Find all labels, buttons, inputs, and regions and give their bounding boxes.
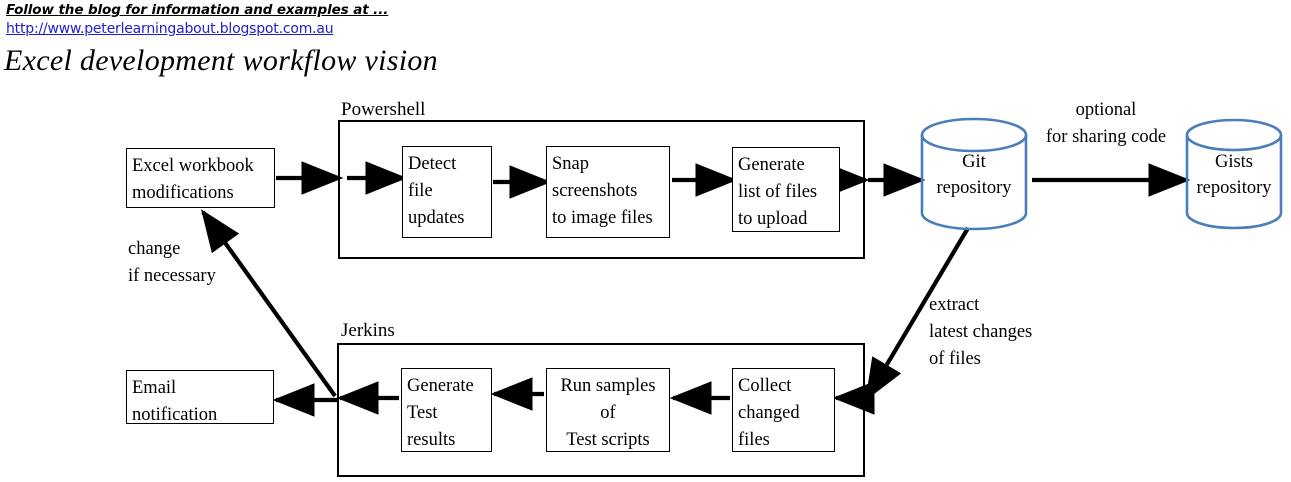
blog-tagline: Follow the blog for information and exam… (6, 2, 389, 18)
gists-cylinder-shape (1185, 118, 1283, 230)
git-cylinder-shape (920, 117, 1028, 231)
group-label-powershell: Powershell (341, 99, 426, 120)
arrow-feedback-to-excel (201, 209, 337, 398)
page-title: Excel development workflow vision (4, 44, 438, 77)
blog-url-link[interactable]: http://www.peterlearningabout.blogspot.c… (6, 21, 334, 37)
group-label-jerkins: Jerkins (341, 320, 395, 341)
